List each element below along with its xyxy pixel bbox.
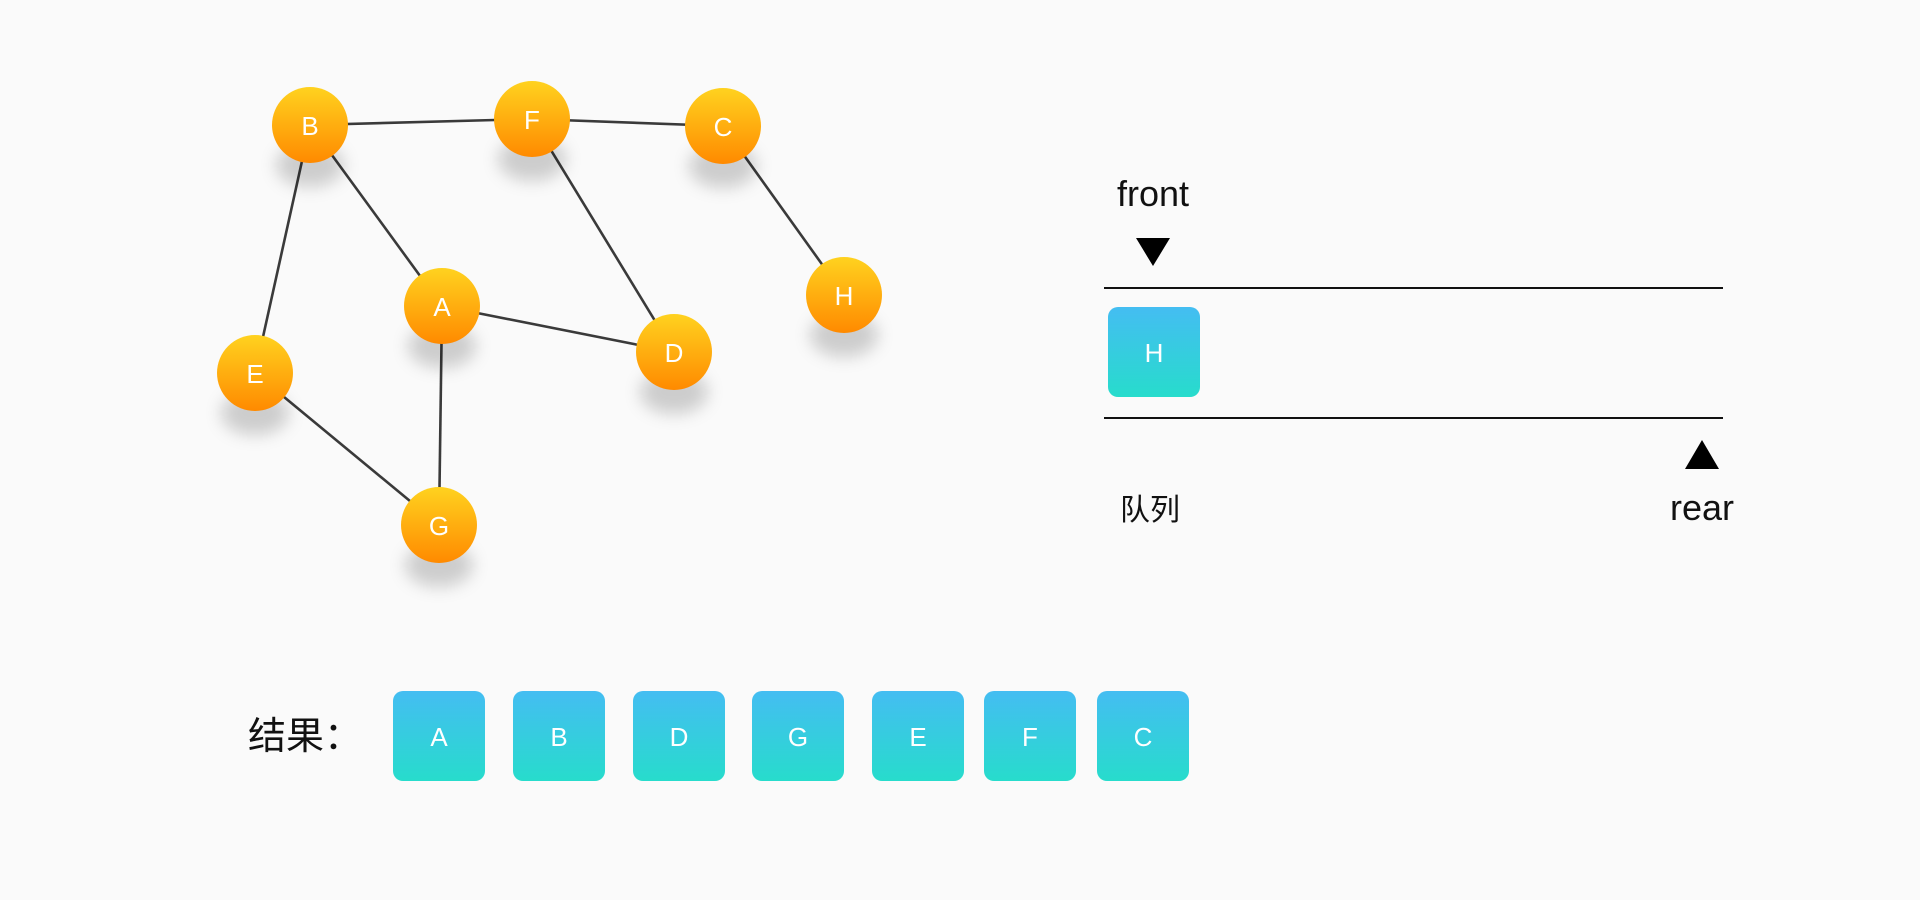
node-circle	[636, 314, 712, 390]
node-circle	[806, 257, 882, 333]
node-label: F	[524, 105, 540, 135]
result-item: A	[393, 691, 485, 781]
rear-label: rear	[1670, 487, 1734, 528]
rear-arrow-icon	[1685, 440, 1719, 469]
queue-item: H	[1108, 307, 1200, 397]
result-item: D	[633, 691, 725, 781]
node-circle	[272, 87, 348, 163]
result-item: G	[752, 691, 844, 781]
node-circle	[685, 88, 761, 164]
box-label: G	[788, 722, 808, 752]
node-label: G	[429, 511, 449, 541]
node-e: E	[217, 335, 293, 435]
node-b: B	[272, 87, 348, 187]
box-rect	[984, 691, 1076, 781]
node-circle	[401, 487, 477, 563]
node-g: G	[401, 487, 477, 587]
result-item: F	[984, 691, 1076, 781]
node-label: B	[301, 111, 318, 141]
box-rect	[872, 691, 964, 781]
box-label: H	[1145, 338, 1164, 368]
result-item: B	[513, 691, 605, 781]
node-label: D	[665, 338, 684, 368]
queue-name-label: 队列	[1120, 494, 1180, 527]
box-rect	[633, 691, 725, 781]
node-c: C	[685, 88, 761, 188]
result-item: C	[1097, 691, 1189, 781]
node-circle	[217, 335, 293, 411]
result: 结果： A B D G E F C	[248, 691, 1189, 781]
node-circle	[404, 268, 480, 344]
node-d: D	[636, 314, 712, 414]
result-label: 结果：	[248, 716, 362, 758]
box-rect	[513, 691, 605, 781]
result-item: E	[872, 691, 964, 781]
box-label: B	[550, 722, 567, 752]
node-f: F	[494, 81, 570, 181]
box-label: F	[1022, 722, 1038, 752]
box-label: E	[909, 722, 926, 752]
node-label: A	[433, 292, 451, 322]
front-label: front	[1117, 173, 1189, 214]
box-rect	[393, 691, 485, 781]
node-label: E	[246, 359, 263, 389]
queue-items: H	[1108, 307, 1200, 397]
box-label: D	[670, 722, 689, 752]
box-rect	[1108, 307, 1200, 397]
graph-nodes: B F C H A D E G	[217, 81, 882, 587]
edge-e-g	[254, 371, 440, 527]
box-label: A	[430, 722, 448, 752]
node-h: H	[806, 257, 882, 357]
node-label: C	[714, 112, 733, 142]
box-rect	[752, 691, 844, 781]
box-label: C	[1134, 722, 1153, 752]
graph-edges	[253, 117, 846, 527]
edge-a-d	[441, 304, 675, 354]
node-a: A	[404, 268, 480, 368]
queue: front H rear 队列	[1104, 173, 1734, 528]
node-circle	[494, 81, 570, 157]
box-rect	[1097, 691, 1189, 781]
front-arrow-icon	[1136, 238, 1170, 266]
node-label: H	[835, 281, 854, 311]
